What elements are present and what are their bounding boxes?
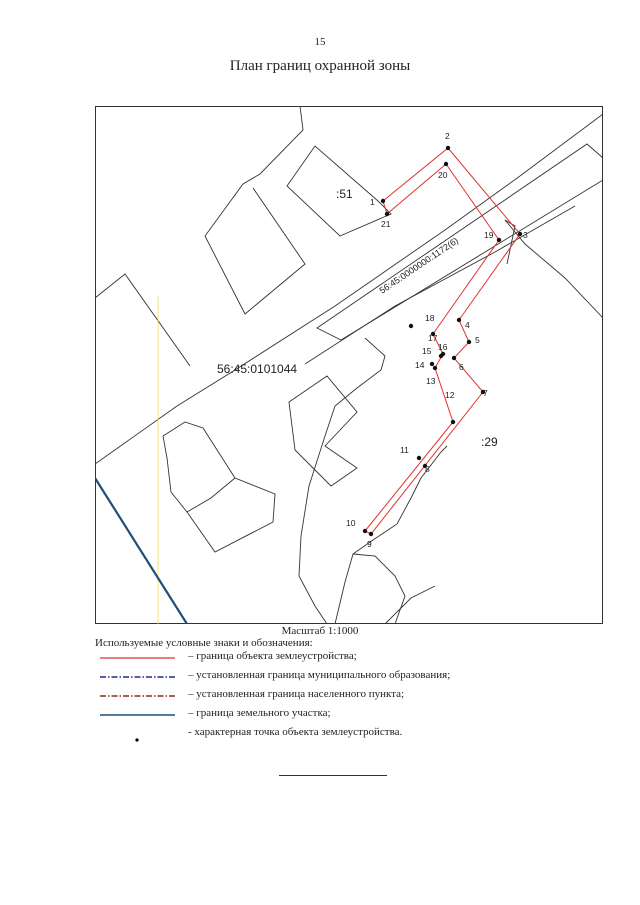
point-label: 16 <box>438 342 448 352</box>
legend-blue-line-icon <box>100 714 175 716</box>
point-label: 13 <box>426 376 436 386</box>
point-label: 3 <box>523 230 528 240</box>
point-label: 1 <box>370 197 375 207</box>
legend-item-label: – граница объекта землеустройства; <box>188 650 357 662</box>
signature-line <box>279 775 387 776</box>
legend-dashdot-brown-line-icon <box>100 695 175 697</box>
point-label: 17 <box>428 333 438 343</box>
legend-item-label: – установленная граница населенного пунк… <box>188 688 405 700</box>
legend-item-settlement-boundary: – установленная граница населенного пунк… <box>100 688 560 704</box>
legend-item-object-boundary: – граница объекта землеустройства; <box>100 650 560 666</box>
parcel-29-label: :29 <box>481 435 498 449</box>
point-label: 6 <box>459 362 464 372</box>
characteristic-points <box>362 145 523 537</box>
legend-item-label: – установленная граница муниципального о… <box>188 669 451 681</box>
point-label: 7 <box>483 388 488 398</box>
legend-item-label: – граница земельного участка; <box>188 707 331 719</box>
point-label: 18 <box>425 313 435 323</box>
legend-item-label: - характерная точка объекта землеустройс… <box>188 726 403 738</box>
legend-dashdot-blue-line-icon <box>100 676 175 678</box>
point-label: 12 <box>445 390 455 400</box>
point-label: 20 <box>438 170 448 180</box>
point-label: 9 <box>367 539 372 549</box>
legend-red-line-icon <box>100 657 175 659</box>
protection-zone-boundary <box>364 147 521 535</box>
point-label: 21 <box>381 219 391 229</box>
page-title: План границ охранной зоны <box>229 58 411 74</box>
page-number: 15 <box>314 36 326 48</box>
point-label: 2 <box>445 131 450 141</box>
legend-item-municipal-boundary: – установленная граница муниципального о… <box>100 669 560 685</box>
point-label: 19 <box>484 230 494 240</box>
map-scale: Масштаб 1:1000 <box>281 625 359 637</box>
boundary-map: 56:45:0101044 :51 :29 56:45:0000000:1172… <box>95 106 603 624</box>
point-label: 10 <box>346 518 356 528</box>
point-label: 11 <box>400 445 409 455</box>
map-frame <box>95 106 603 624</box>
point-label: 14 <box>415 360 425 370</box>
land-parcel-boundary <box>95 477 188 624</box>
legend-dot-icon <box>135 738 139 742</box>
parcel-51-label: :51 <box>336 187 353 201</box>
map-canvas: 56:45:0101044 :51 :29 56:45:0000000:1172… <box>95 106 603 624</box>
parcel-lines <box>95 106 603 624</box>
point-label: 4 <box>465 320 470 330</box>
quarter-label: 56:45:0101044 <box>217 362 297 376</box>
point-label: 5 <box>475 335 480 345</box>
point-label: 15 <box>422 346 432 356</box>
legend-item-land-parcel-boundary: – граница земельного участка; <box>100 707 560 723</box>
point-label: 8 <box>425 464 430 474</box>
road-label: 56:45:0000000:1172(6) <box>378 235 461 295</box>
legend-item-characteristic-point: - характерная точка объекта землеустройс… <box>100 726 560 742</box>
point-labels: 1 2 3 4 5 6 7 8 9 10 11 12 13 14 15 16 1… <box>346 131 528 549</box>
legend-title: Используемые условные знаки и обозначени… <box>95 637 313 649</box>
